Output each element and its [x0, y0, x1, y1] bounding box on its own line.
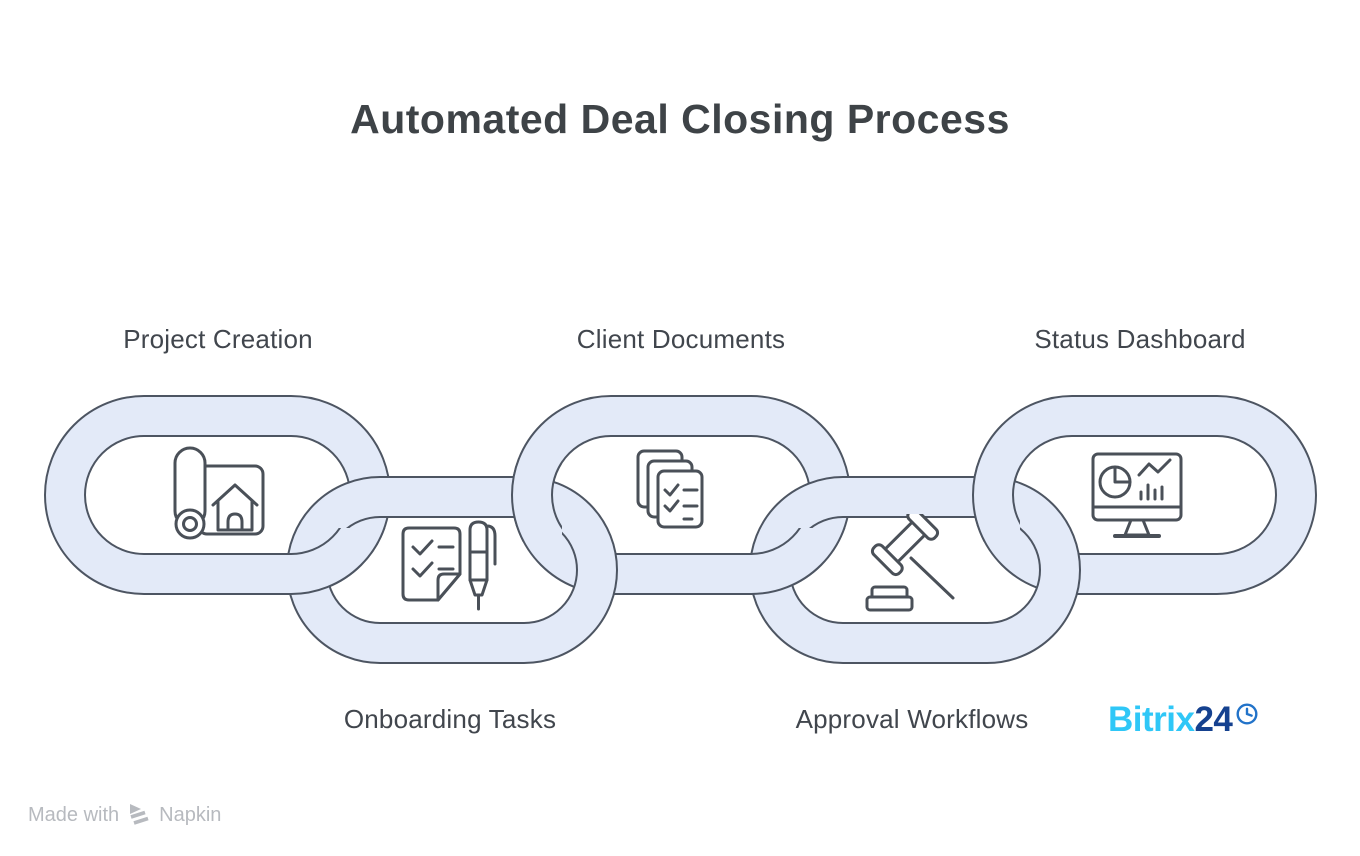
watermark: Made with Napkin [28, 803, 221, 827]
watermark-text-suffix: Napkin [159, 803, 222, 826]
step-label-project-creation: Project Creation [123, 324, 313, 354]
dashboard-monitor-icon [1091, 452, 1183, 538]
step-label-client-documents: Client Documents [576, 324, 786, 354]
checklist-pen-icon [401, 520, 497, 611]
blueprint-house-icon [173, 446, 265, 540]
bitrix24-logo-text-primary: Bitrix [1108, 700, 1195, 739]
step-label-status-dashboard: Status Dashboard [1034, 324, 1246, 354]
step-label-onboarding-tasks: Onboarding Tasks [343, 704, 557, 734]
stacked-documents-icon [636, 449, 704, 529]
napkin-logo-icon [130, 804, 149, 825]
clock-icon [1236, 703, 1258, 725]
watermark-text-prefix: Made with [28, 803, 120, 826]
gavel-icon [865, 514, 955, 612]
step-label-approval-workflows: Approval Workflows [795, 704, 1029, 734]
bitrix24-logo-text-secondary: 24 [1194, 700, 1233, 739]
page-title: Automated Deal Closing Process [350, 96, 1010, 142]
